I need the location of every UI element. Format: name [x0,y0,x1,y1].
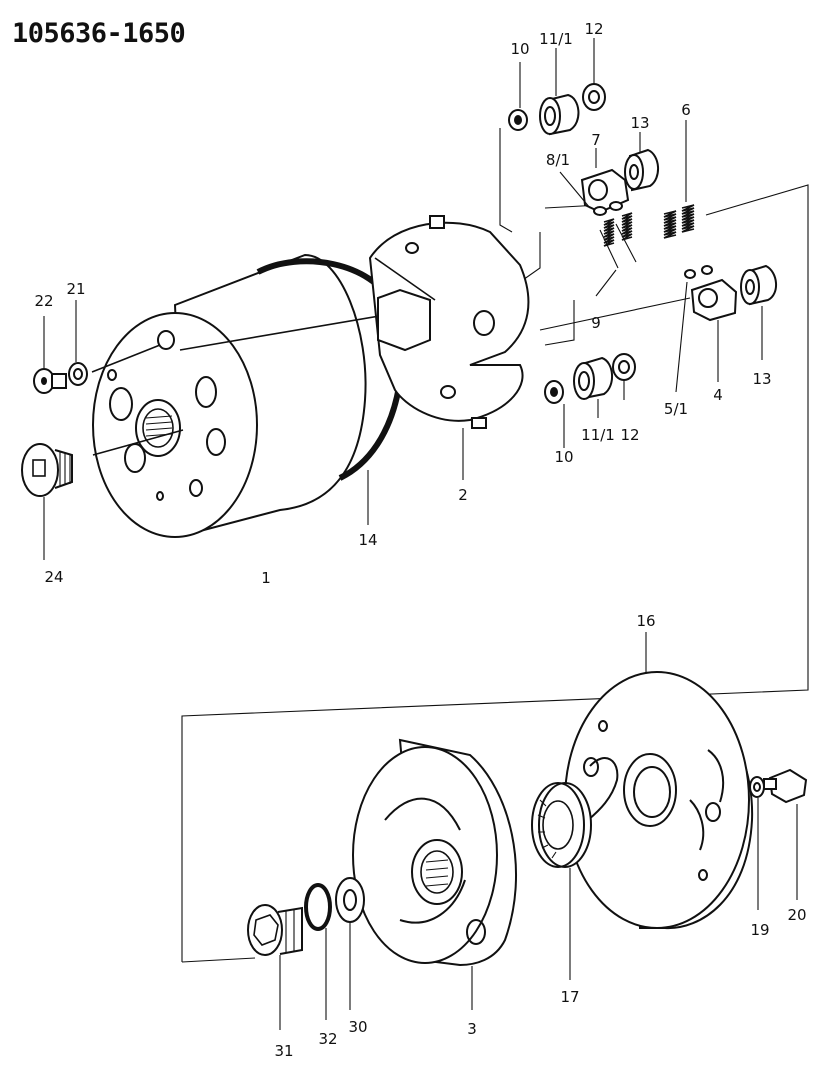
springs-part-6 [663,120,695,239]
callout-22: 22 [34,292,53,310]
o-ring-part-32 [304,883,332,1020]
callout-17: 17 [560,988,579,1006]
callout-12-upper: 12 [584,20,603,38]
sleeve-part-11-lower [573,356,613,418]
washer-part-19 [749,776,765,910]
callout-7: 7 [591,131,601,149]
callout-11-1-lower: 11/1 [581,426,615,444]
housing-part-1 [91,253,386,538]
drum-part-3 [352,738,517,1010]
callout-1: 1 [261,569,271,587]
ring-part-12-upper [582,38,606,111]
callout-20: 20 [787,906,806,924]
callout-11-1-upper: 11/1 [539,30,573,48]
washer-part-30 [335,877,365,1010]
callout-8-1: 8/1 [546,151,570,169]
callout-14: 14 [358,531,377,549]
plug-part-24 [21,443,73,560]
callout-21: 21 [66,280,85,298]
callout-24: 24 [44,568,63,586]
ring-part-12-lower [612,353,636,400]
screw-part-22 [33,316,67,394]
callout-3: 3 [467,1020,477,1038]
washer-part-21 [68,300,88,386]
callout-16: 16 [636,612,655,630]
bushing-part-10-upper [508,62,528,131]
callout-31: 31 [274,1042,293,1060]
roller-part-13-upper [624,132,659,192]
weight-part-7 [580,148,630,214]
callout-4: 4 [713,386,723,404]
assembly-leader-lines [181,128,809,963]
circlip-part-5 [675,265,713,393]
bushing-part-10-lower [544,380,565,448]
callout-9: 9 [591,314,601,332]
roller-part-13-lower [740,264,777,360]
callout-12-lower: 12 [620,426,639,444]
plug-screw-part-31 [247,904,303,1030]
callout-32: 32 [318,1030,337,1048]
callout-2: 2 [458,486,468,504]
part-callouts: 10 11/1 12 13 6 8/1 7 9 13 4 5/1 12 11/1… [34,20,806,1060]
callout-10-upper: 10 [510,40,529,58]
circlip-part-8 [559,171,623,216]
callout-13-lower: 13 [752,370,771,388]
sleeve-part-11-upper [539,48,580,136]
weight-part-4 [690,278,738,382]
cover-plate-part-16 [564,632,754,930]
callout-19: 19 [750,921,769,939]
screw-part-20 [763,768,808,900]
callout-13-upper: 13 [630,114,649,132]
callout-6: 6 [681,101,691,119]
springs-part-9 [595,212,637,297]
callout-5-1: 5/1 [664,400,688,418]
callout-30: 30 [348,1018,367,1036]
carrier-part-2 [368,215,530,480]
bearing-part-17 [531,782,592,980]
callout-10-lower: 10 [554,448,573,466]
diagram-title: 105636-1650 [12,18,186,49]
